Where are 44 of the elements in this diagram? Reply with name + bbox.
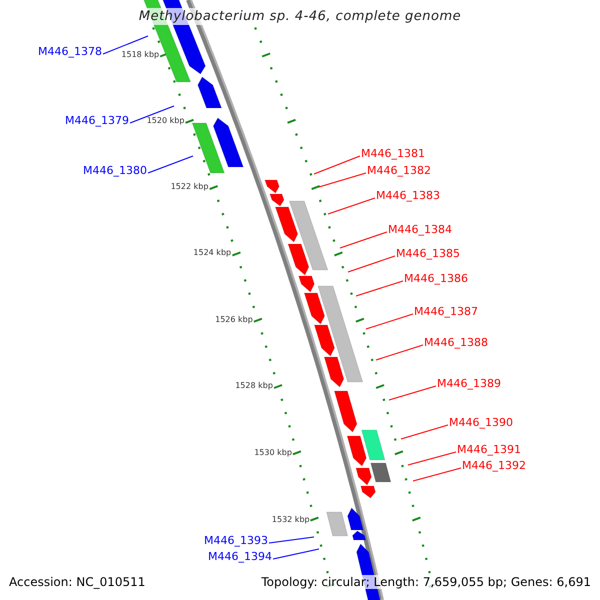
scale-label: 1520 kbp [146, 117, 184, 125]
gene-label: M446_1393 [204, 535, 268, 546]
leader-line [376, 344, 424, 360]
leader-line [400, 424, 448, 440]
accession-text: Accession: NC_010511 [7, 575, 148, 589]
leader-line [148, 156, 194, 174]
scale-label: 1524 kbp [193, 249, 232, 257]
gene-label: M446_1382 [367, 165, 431, 176]
genome-info-text: Topology: circular; Length: 7,659,055 bp; Genes: 6,691 [259, 575, 593, 589]
leader-line [340, 232, 388, 248]
gene-label: M446_1394 [208, 551, 272, 562]
gene-label: M446_1379 [65, 115, 129, 126]
gene-label: M446_1384 [388, 224, 452, 235]
gene-label: M446_1390 [449, 417, 513, 428]
leader-line [268, 536, 314, 544]
scale-label: 1530 kbp [254, 449, 292, 457]
gene-label: M446_1388 [424, 337, 488, 348]
leader-line [408, 452, 456, 466]
scale-label: 1526 kbp [215, 316, 253, 324]
gene-label: M446_1392 [462, 460, 526, 471]
scale-label: 1532 kbp [272, 516, 310, 524]
scale-label: 1528 kbp [235, 382, 273, 390]
leader-line [130, 106, 174, 124]
leader-line [328, 198, 376, 214]
gene-label: M446_1387 [414, 306, 478, 317]
gene-label: M446_1385 [396, 248, 460, 259]
leader-line [366, 314, 414, 330]
gene-label: M446_1380 [83, 165, 147, 176]
gene-label: M446_1383 [376, 190, 440, 201]
leader-line [388, 386, 436, 400]
leader-line [318, 172, 366, 188]
gene-label: M446_1391 [457, 444, 521, 455]
leader-line [348, 256, 396, 272]
scale-label: 1518 kbp [121, 51, 160, 59]
leader-line [272, 548, 320, 560]
leader-line [412, 468, 462, 482]
gene-label: M446_1381 [361, 148, 425, 159]
scale-label: 1522 kbp [170, 183, 208, 191]
gene-label: M446_1386 [404, 273, 468, 284]
gene-label: M446_1389 [437, 378, 501, 389]
gene-label: M446_1378 [38, 46, 102, 57]
leader-line [356, 280, 404, 296]
leader-line [314, 156, 360, 174]
leader-line [102, 36, 148, 54]
